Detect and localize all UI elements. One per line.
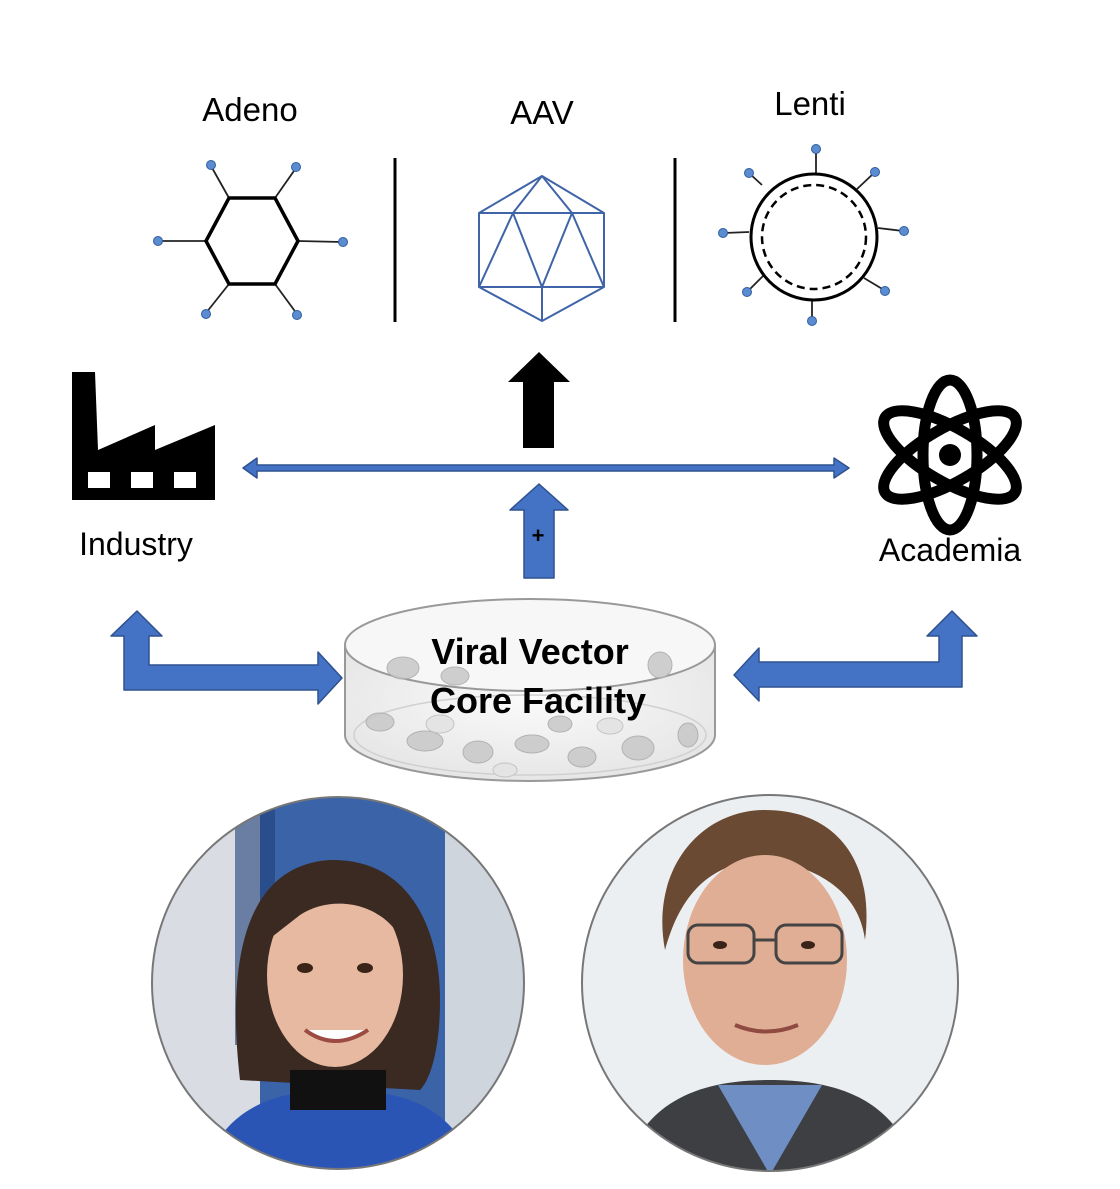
core-facility-title-line2: Core Facility (430, 680, 646, 721)
industry-label: Industry (79, 526, 193, 562)
plus-sign: + (532, 523, 545, 548)
upward-arrow-black (508, 352, 570, 448)
academia-elbow-arrow (733, 610, 978, 702)
portrait-man (581, 794, 959, 1172)
aav-icon (478, 175, 605, 322)
adeno-label: Adeno (202, 91, 297, 128)
factory-icon (72, 372, 215, 500)
core-facility-title-line1: Viral Vector (431, 631, 628, 672)
adenovirus-icon (153, 160, 348, 320)
upward-arrow-blue (509, 483, 569, 579)
petri-dish-icon (344, 598, 716, 782)
lentivirus-icon (718, 144, 909, 326)
industry-academia-double-arrow (242, 457, 850, 479)
atom-icon (878, 374, 1022, 536)
lenti-label: Lenti (774, 85, 846, 122)
industry-elbow-arrow (110, 610, 343, 705)
academia-label: Academia (879, 532, 1022, 568)
aav-label: AAV (510, 94, 574, 131)
portrait-woman (151, 796, 525, 1170)
